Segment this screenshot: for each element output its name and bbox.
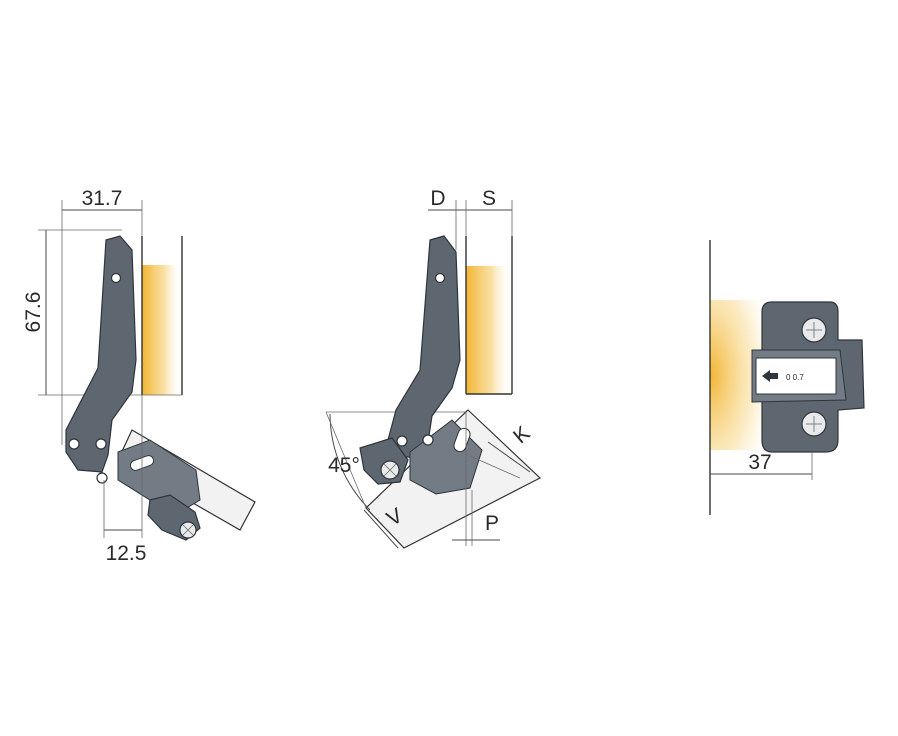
label-k: K <box>509 422 535 449</box>
cabinet-panel-glow-2 <box>466 266 512 394</box>
hinge-arm <box>65 235 137 473</box>
cabinet-panel-glow <box>142 265 182 395</box>
label-s: S <box>482 187 496 210</box>
label-p: P <box>485 512 499 535</box>
dim-offset-label: 12.5 <box>106 542 147 565</box>
plate-marking: 0 0.7 <box>786 373 804 382</box>
dim-plate-label: 37 <box>748 451 771 474</box>
dim-width-label: 31.7 <box>82 187 123 210</box>
label-d: D <box>430 187 445 210</box>
pivot-left <box>68 438 80 450</box>
hinge-cup <box>117 439 201 513</box>
pivot-bottom <box>96 472 108 484</box>
dim-height-label: 67.6 <box>22 292 45 333</box>
plate-view: 0 0.7 37 <box>709 240 865 515</box>
angle-label: 45° <box>328 454 360 477</box>
side-view: 31.7 67.6 12.5 <box>22 187 256 565</box>
arrow-left-icon <box>762 370 778 382</box>
pivot-upper <box>110 272 122 284</box>
angle-arc <box>329 413 371 511</box>
pivot-right <box>95 438 107 450</box>
open-view: D S 45° V K P <box>325 187 542 549</box>
